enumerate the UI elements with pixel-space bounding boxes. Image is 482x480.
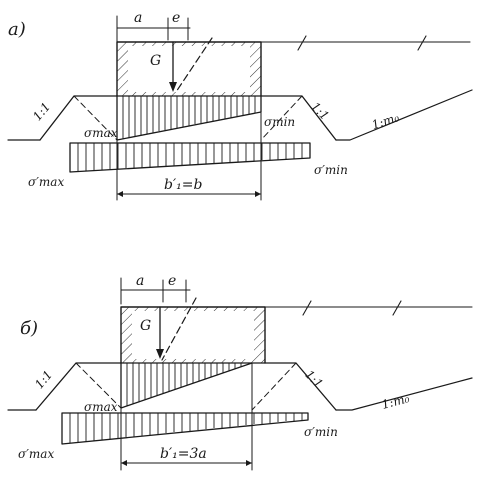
panel-b-sigma-min-prime: σ′min xyxy=(304,425,338,439)
panel-b-label: б) xyxy=(20,318,38,339)
panel-a-sigma-min: σmin xyxy=(264,115,295,129)
panel-b-width-label: b′₁=3a xyxy=(160,446,207,462)
panel-b-slope-far: 1:m₀ xyxy=(380,391,411,412)
panel-a-dim-a: a xyxy=(134,10,142,26)
panel-b-slope-left: 1:1 xyxy=(32,368,55,392)
panel-b-pressure-diagram xyxy=(120,362,253,409)
panel-a-slope-far: 1:m₀ xyxy=(370,110,401,132)
panel-a-dim-e: e xyxy=(172,10,180,26)
panel-a-far-slope xyxy=(335,89,473,141)
panel-b-far-slope xyxy=(335,377,473,411)
panel-b-base-pressure-diagram xyxy=(61,412,309,445)
panel-b-sigma-max-prime: σ′max xyxy=(18,447,54,461)
panel-a-load-label: G xyxy=(150,53,161,69)
panel-b-load-label: G xyxy=(140,318,151,334)
panel-b-wall xyxy=(120,306,266,364)
panel-a-sigma-max-prime: σ′max xyxy=(28,175,64,189)
panel-b-pressure-hatch xyxy=(126,363,242,406)
panel-a: а) a e G xyxy=(7,10,473,201)
panel-a-base-pressure-hatch xyxy=(77,143,303,171)
panel-a-pressure-hatch xyxy=(122,96,256,139)
panel-b-slope-right: 1:1 xyxy=(302,367,326,391)
panel-a-slope-right: 1:1 xyxy=(308,99,332,123)
panel-b-inclined-load xyxy=(161,297,197,361)
panel-a-wall xyxy=(116,41,262,97)
panel-a-sigma-max: σmax xyxy=(84,126,118,140)
panel-b-base-pressure-hatch xyxy=(69,413,303,443)
panel-b-dim-e: e xyxy=(168,273,176,289)
panel-a-berm xyxy=(39,95,337,141)
panel-a-inclined-load xyxy=(175,37,213,93)
panel-b-sigma-max: σmax xyxy=(84,400,118,414)
panel-a-top-line xyxy=(260,35,471,51)
panel-a-slope-left: 1:1 xyxy=(30,100,53,124)
panel-b-dim-a: a xyxy=(136,273,144,289)
panel-a-width-label: b′₁=b xyxy=(164,177,202,193)
panel-b-berm xyxy=(35,362,337,411)
panel-b: б) a e G xyxy=(7,273,473,471)
panel-a-label: а) xyxy=(8,19,26,40)
panel-b-top-line xyxy=(264,300,473,316)
panel-a-sigma-min-prime: σ′min xyxy=(314,163,348,177)
